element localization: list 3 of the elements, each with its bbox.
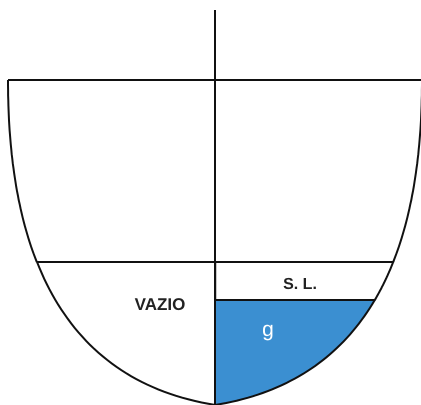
- region-label: S. L.: [283, 276, 317, 294]
- region-label: g: [262, 318, 274, 342]
- region-label: VAZIO: [134, 295, 186, 315]
